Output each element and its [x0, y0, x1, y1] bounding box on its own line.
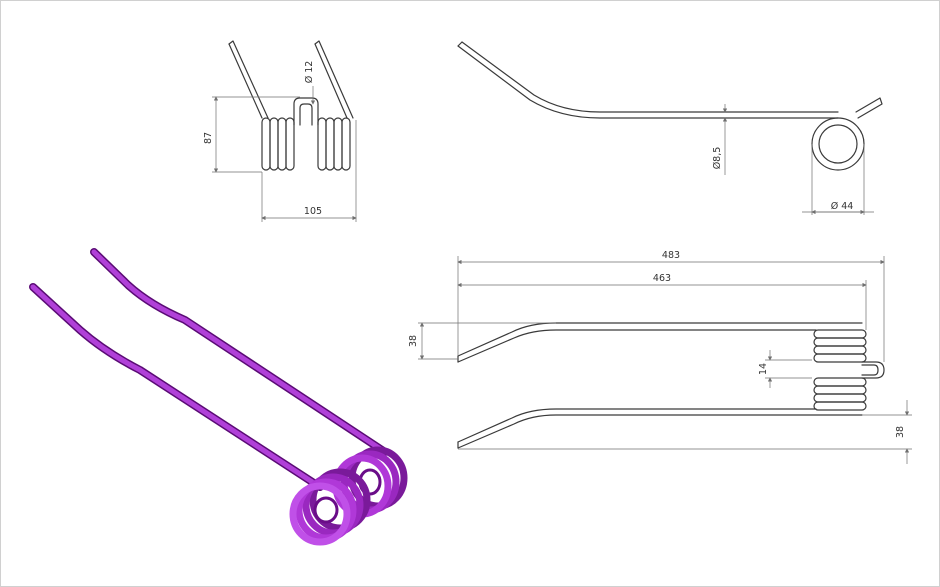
side-view-coil-inner: [818, 124, 858, 164]
side-view-tine-tip: [855, 97, 883, 119]
top-view-right-leg: [314, 40, 354, 119]
plan-view-lower-tine: [457, 408, 817, 443]
side-view-tine-upper: [457, 45, 839, 119]
dim-plan-gap: 14: [758, 363, 769, 375]
top-view-right-coil: [317, 117, 351, 171]
dim-plan-right-offset: 38: [895, 426, 906, 438]
dim-top-width: 105: [304, 206, 322, 217]
plan-view-center-loop: [861, 361, 885, 379]
dim-top-height: 87: [203, 132, 214, 144]
top-view-center-loop: [293, 97, 319, 126]
dim-side-wire-diameter: Ø8,5: [712, 147, 723, 170]
plan-view-upper-tine: [457, 322, 863, 357]
plan-view: 483 463 38 14 38: [408, 250, 912, 464]
render-front-coil: [289, 468, 371, 546]
top-view-left-leg: [228, 40, 269, 119]
top-view-left-coil: [261, 117, 295, 171]
dim-top-wire-diameter: Ø 12: [304, 61, 315, 84]
dim-side-coil-diameter: Ø 44: [831, 201, 854, 212]
side-view-coil-outer: [811, 117, 865, 171]
dim-plan-overall-length: 483: [662, 250, 680, 261]
top-view: 87 105 Ø 12: [203, 40, 357, 222]
plan-view-lower-coil: [813, 377, 867, 411]
dim-plan-left-offset: 38: [408, 335, 419, 347]
dim-plan-inner-length: 463: [653, 273, 671, 284]
spring-tine-3d-render: [29, 248, 408, 546]
side-view: Ø8,5 Ø 44: [457, 41, 883, 215]
plan-view-upper-coil: [813, 329, 867, 363]
